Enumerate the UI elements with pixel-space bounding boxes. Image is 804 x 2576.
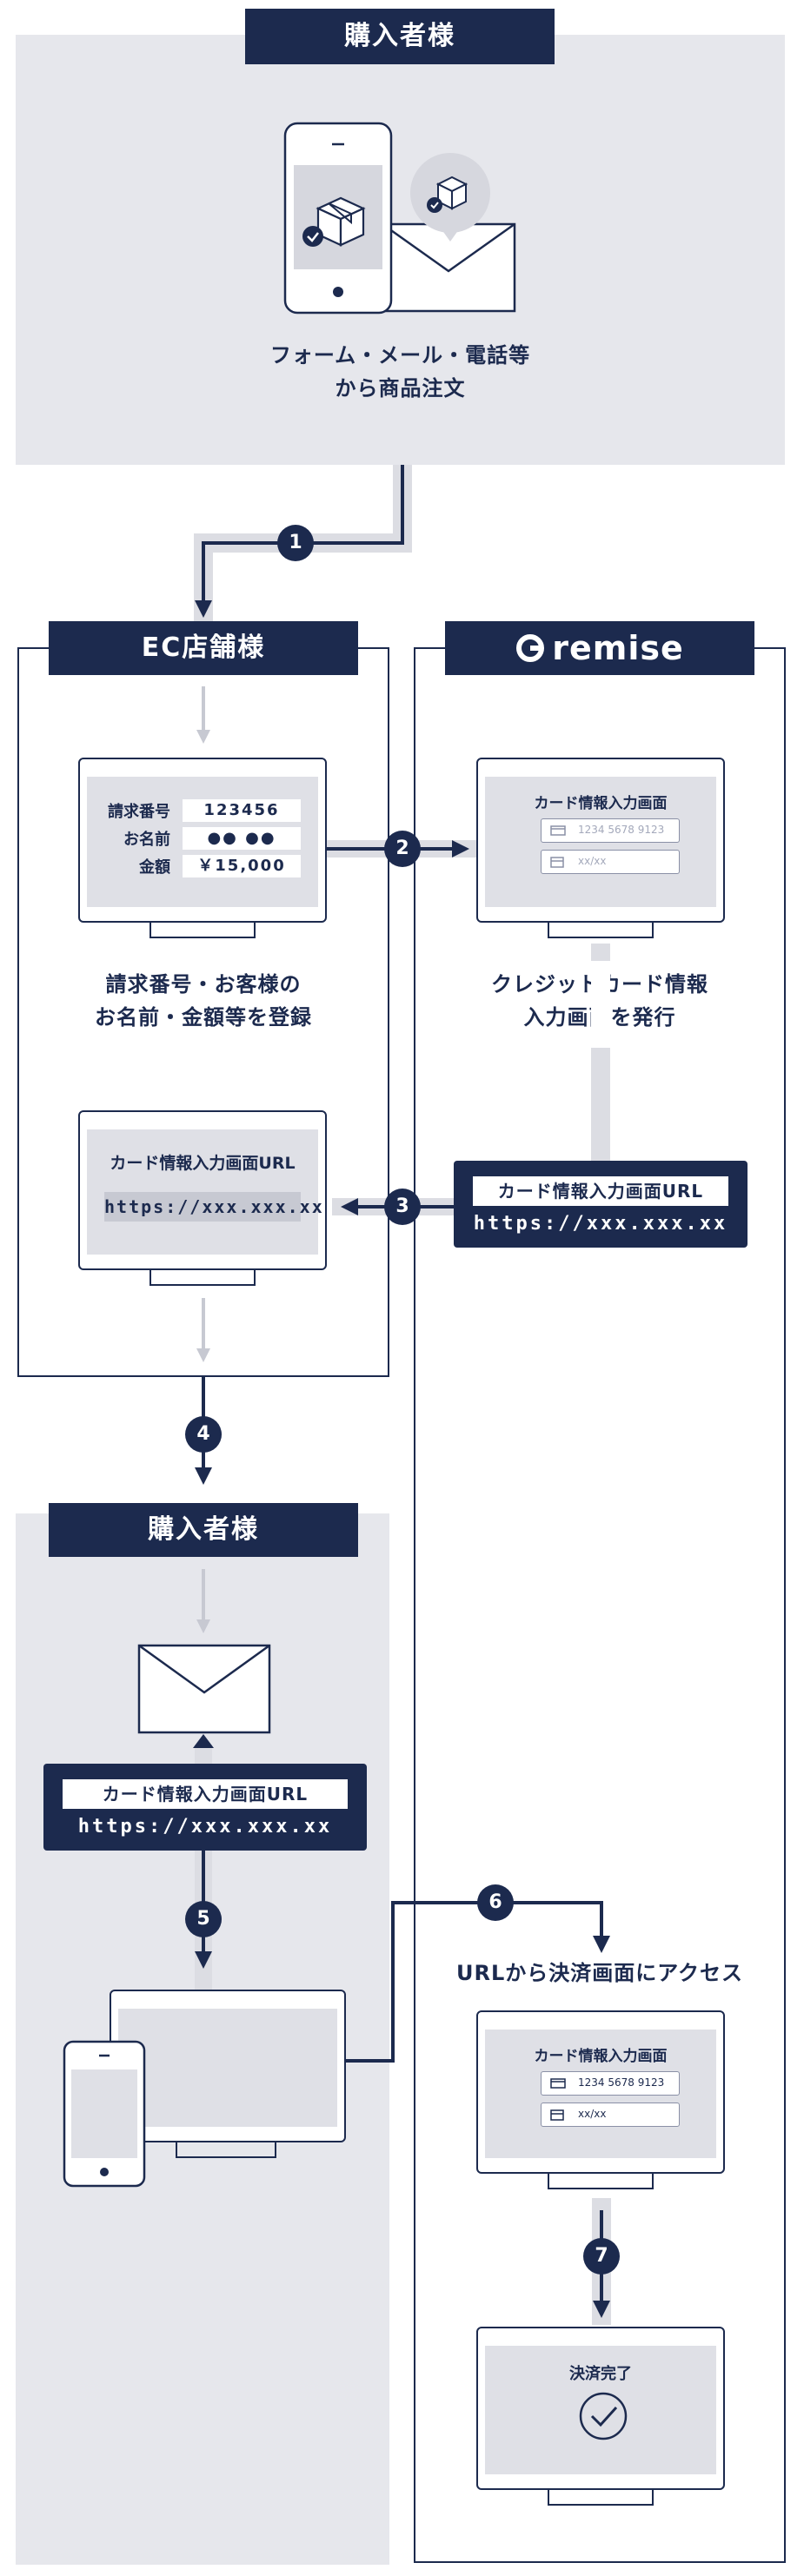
buyer-monitor (110, 1990, 346, 2142)
access-card-title: カード情報入力画面 (534, 2048, 668, 2065)
step-5-badge: 5 (185, 1901, 222, 1937)
remise-logo: remise (445, 621, 754, 675)
checkmark-circle-icon (579, 2392, 628, 2440)
buyer-top-label: 購入者様 (245, 9, 555, 64)
access-card-number-field: 1234 5678 9123 (541, 2071, 680, 2096)
access-card-screen: カード情報入力画面 1234 5678 9123 xx/xx (485, 2030, 716, 2158)
complete-title: 決済完了 (569, 2365, 632, 2383)
ec-form-monitor: 請求番号 123456 お名前 ●● ●● 金額 ￥15,000 (78, 758, 327, 923)
step-2-badge: 2 (384, 831, 421, 867)
envelope-arrow-up (193, 1734, 214, 1767)
access-caption: URLから決済画面にアクセス (455, 1961, 744, 1985)
remise-logo-text: remise (552, 629, 684, 667)
complete-monitor-stand (548, 2490, 654, 2506)
access-card-monitor-stand (548, 2174, 654, 2189)
remise-card-title: カード情報入力画面 (534, 795, 668, 812)
package-icon (410, 153, 490, 242)
form-row-amount: 金額 ￥15,000 (87, 855, 301, 877)
step-7-badge: 7 (583, 2238, 620, 2275)
smartphone-icon (63, 2040, 146, 2188)
buyer-top-caption-line2: から商品注文 (335, 376, 466, 401)
remise-url-label: カード情報入力画面URL (473, 1176, 728, 1206)
expiry-placeholder: xx/xx (578, 855, 607, 867)
remise-card-screen: カード情報入力画面 1234 5678 9123 xx/xx (485, 777, 716, 907)
remise-url-panel: カード情報入力画面URL https://xxx.xxx.xx (454, 1161, 748, 1248)
buyer-bottom-label: 購入者様 (49, 1503, 358, 1557)
buyer-down-arrow (196, 1569, 210, 1633)
calendar-icon (550, 2109, 564, 2121)
step-4-badge: 4 (185, 1416, 222, 1453)
form-value-amount: ￥15,000 (183, 855, 301, 877)
buyer-top-caption: フォーム・メール・電話等 から商品注文 (16, 339, 785, 405)
remise-card-monitor-stand (548, 923, 654, 938)
buyer-monitor-screen (118, 2009, 337, 2127)
remise-url-text: https://xxx.xxx.xx (473, 1213, 728, 1235)
ec-url-monitor-stand (150, 1270, 256, 1286)
expiry-field: xx/xx (541, 850, 680, 874)
form-key-amount: 金額 (139, 858, 170, 877)
form-row-name: お名前 ●● ●● (87, 827, 301, 850)
access-expiry-field: xx/xx (541, 2103, 680, 2127)
buyer-url-label: カード情報入力画面URL (63, 1779, 348, 1809)
ec-store-label: EC店舗様 (49, 621, 358, 675)
ec-url-monitor: カード情報入力画面URL https://xxx.xxx.xx (78, 1110, 327, 1270)
smartphone-icon (283, 122, 393, 315)
buyer-monitor-stand (176, 2142, 276, 2158)
buyer-url-text: https://xxx.xxx.xx (77, 1816, 333, 1838)
credit-card-icon (550, 2078, 566, 2089)
ec-url-text: https://xxx.xxx.xx (104, 1192, 322, 1222)
form-value-invoice: 123456 (183, 799, 301, 822)
ec-form-monitor-stand (150, 923, 256, 938)
form-key-invoice: 請求番号 (108, 803, 170, 821)
buyer-top-caption-line1: フォーム・メール・電話等 (269, 343, 531, 368)
step-6-badge: 6 (477, 1884, 514, 1921)
complete-monitor: 決済完了 (476, 2327, 725, 2490)
form-row-invoice: 請求番号 123456 (87, 799, 301, 822)
form-value-name: ●● ●● (183, 827, 301, 850)
step-3-badge: 3 (384, 1189, 421, 1225)
form-key-name: お名前 (123, 831, 170, 849)
access-expiry: xx/xx (578, 2108, 607, 2120)
ec-form-screen: 請求番号 123456 お名前 ●● ●● 金額 ￥15,000 (87, 777, 318, 907)
buyer-url-panel: カード情報入力画面URL https://xxx.xxx.xx (43, 1764, 367, 1851)
remise-card-monitor: カード情報入力画面 1234 5678 9123 xx/xx (476, 758, 725, 923)
connector-step6 (346, 1901, 610, 2063)
remise-logo-icon (516, 634, 545, 662)
ec-url-title: カード情報入力画面URL (110, 1154, 296, 1173)
ec-register-caption-line2: お名前・金額等を登録 (95, 1005, 312, 1030)
ec-url-screen: カード情報入力画面URL https://xxx.xxx.xx (87, 1129, 322, 1255)
ec-down-arrow-2 (196, 1298, 210, 1362)
envelope-icon (137, 1644, 271, 1734)
step-1-badge: 1 (277, 525, 314, 561)
ec-register-caption: 請求番号・お客様の お名前・金額等を登録 (17, 968, 389, 1034)
ec-down-arrow-1 (196, 686, 210, 744)
ec-register-caption-line1: 請求番号・お客様の (105, 972, 302, 997)
card-number-field: 1234 5678 9123 (541, 818, 680, 843)
connector-mask (591, 961, 610, 1048)
order-illustration (283, 122, 516, 315)
access-card-number: 1234 5678 9123 (578, 2076, 665, 2089)
credit-card-icon (550, 825, 566, 836)
access-card-monitor: カード情報入力画面 1234 5678 9123 xx/xx (476, 2010, 725, 2174)
calendar-icon (550, 857, 564, 868)
card-number-placeholder: 1234 5678 9123 (578, 824, 665, 836)
complete-screen: 決済完了 (485, 2346, 716, 2474)
